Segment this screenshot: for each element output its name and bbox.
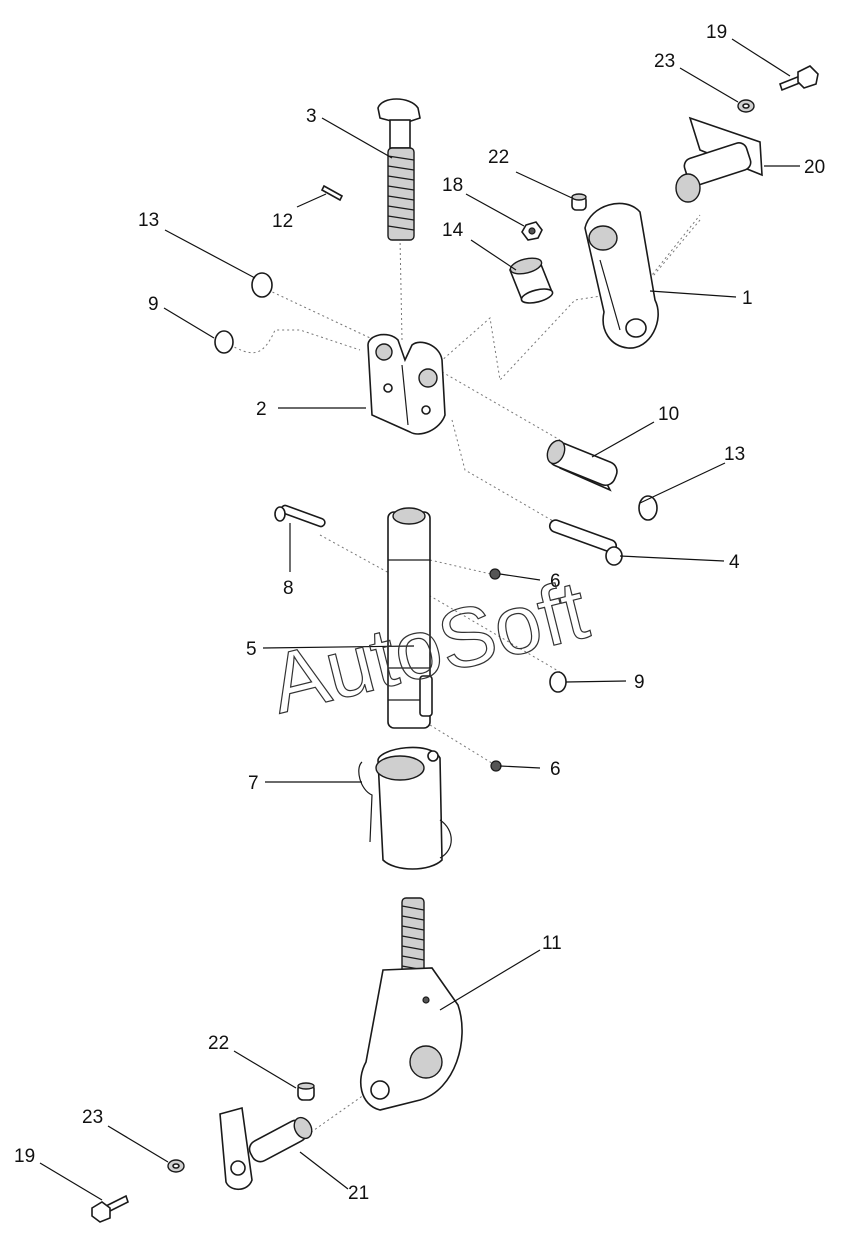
part-22-spacer-lower [297, 1082, 315, 1101]
callout-2: 2 [256, 399, 267, 420]
callout-14: 14 [442, 220, 464, 241]
callout-7: 7 [248, 773, 259, 794]
callout-1: 1 [742, 288, 753, 309]
callout-22-lower: 22 [208, 1033, 229, 1054]
callout-13-lower: 13 [724, 444, 745, 465]
part-23-washer-lower [167, 1159, 185, 1173]
callout-5: 5 [246, 639, 257, 660]
callout-23-upper: 23 [654, 51, 675, 72]
callout-12: 12 [272, 211, 293, 232]
callout-10: 10 [658, 404, 679, 425]
callout-13-upper: 13 [138, 210, 159, 231]
callout-8: 8 [283, 578, 294, 599]
callout-22-upper: 22 [488, 147, 509, 168]
callout-leader-lines [39, 38, 800, 1201]
part-10-pin [546, 439, 618, 492]
part-11-yoke [359, 897, 463, 1111]
callout-6-upper: 6 [550, 571, 561, 592]
callout-labels: 1 2 3 4 5 6 6 7 8 9 9 10 11 12 13 13 14 … [14, 22, 825, 1204]
part-1-lever-arm [584, 202, 659, 349]
callout-18: 18 [442, 175, 463, 196]
part-4-long-pin [548, 519, 623, 566]
part-13-retaining-ring-upper [251, 272, 273, 298]
callout-23-lower: 23 [82, 1107, 103, 1128]
part-2-clevis-block [367, 333, 446, 435]
callout-20: 20 [804, 157, 825, 178]
callout-3: 3 [306, 106, 317, 127]
part-8-clevis-pin [274, 504, 326, 528]
part-19-bolt-upper [779, 65, 819, 92]
part-3-threaded-screw [377, 98, 421, 241]
part-19-bolt-lower [91, 1194, 129, 1223]
part-18-nut [521, 221, 543, 241]
part-9-o-ring-upper [214, 330, 234, 354]
part-23-washer-upper [737, 99, 755, 113]
callout-19-lower: 19 [14, 1146, 35, 1167]
callout-6-lower: 6 [550, 759, 561, 780]
part-9-o-ring-lower [549, 671, 567, 693]
part-21-bracket-pin [219, 1106, 313, 1191]
part-20-bracket-pin [675, 116, 763, 203]
part-6-grease-fitting-lower [490, 760, 502, 772]
callout-9-upper: 9 [148, 294, 159, 315]
part-5-tube [387, 507, 433, 729]
part-12-small-pin [320, 184, 344, 202]
part-22-spacer-upper [571, 193, 587, 211]
callout-19-upper: 19 [706, 22, 727, 43]
callout-9-lower: 9 [634, 672, 645, 693]
callout-4: 4 [729, 552, 740, 573]
part-7-housing [358, 746, 452, 870]
part-14-bushing [508, 257, 554, 304]
callout-21: 21 [348, 1183, 369, 1204]
part-6-grease-fitting-upper [489, 568, 501, 580]
callout-11: 11 [542, 933, 562, 954]
